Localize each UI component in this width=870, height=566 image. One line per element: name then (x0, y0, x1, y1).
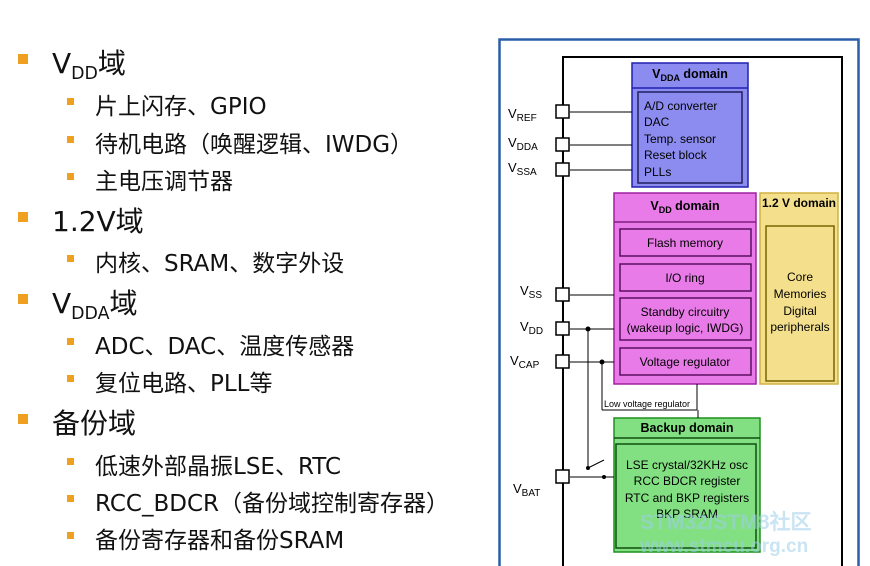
bullet-vdd-domain: VDD域 (18, 42, 126, 85)
junction-dot (599, 359, 605, 365)
vdda-item: Temp. sensor (644, 132, 716, 146)
bullet-text: ADC、DAC、温度传感器 (95, 334, 355, 360)
bullet-subscript: DD (71, 64, 98, 85)
pin-vdda-label: VDDA (508, 135, 538, 153)
v12-item: Core (787, 270, 813, 284)
v12-item: Digital (783, 304, 816, 318)
bullet-marker (67, 173, 74, 180)
bullet-backup-item: 备份寄存器和备份SRAM (67, 521, 345, 555)
pin-wires (570, 111, 699, 478)
bullet-list: VDD域 片上闪存、GPIO 待机电路（唤醒逻辑、IWDG） 主电压调节器 1.… (18, 42, 449, 555)
pin-pads (555, 104, 570, 484)
watermark: STM32/STM8社区 www.stmcu.org.cn (639, 510, 812, 557)
bullet-marker (67, 375, 74, 382)
backup-domain-title: Backup domain (640, 421, 733, 435)
bullet-text: 内核、SRAM、数字外设 (95, 251, 345, 277)
io-ring-label: I/O ring (665, 271, 704, 285)
bullet-vdd-item: 片上闪存、GPIO (67, 87, 267, 121)
backup-domain-block: Backup domain LSE crystal/32KHz osc RCC … (613, 417, 761, 553)
bullet-text: RCC_BDCR（备份域控制寄存器） (95, 491, 449, 517)
bullet-text: 备份域 (52, 407, 137, 440)
bullet-text: 待机电路（唤醒逻辑、IWDG） (95, 132, 414, 158)
bullet-subscript: DDA (71, 304, 110, 325)
bullet-marker (67, 338, 74, 345)
bullet-backup-domain: 备份域 (18, 402, 137, 442)
chip-outline (562, 56, 843, 566)
bullet-vdda-item: 复位电路、PLL等 (67, 364, 273, 398)
pin-labels: VREF VDDA VSSA VSS VDD VCAP VBAT (508, 106, 543, 499)
backup-item: RTC and BKP registers (625, 491, 749, 505)
vdda-domain-title: VDDA domain (652, 67, 728, 83)
bullet-vdda-domain: VDDA域 (18, 282, 138, 325)
voltage-regulator-box (619, 347, 752, 376)
bullet-suffix: 域 (97, 47, 126, 80)
vdda-item: DAC (644, 115, 670, 129)
bullet-text: V (52, 287, 72, 320)
bullet-1v2-item: 内核、SRAM、数字外设 (67, 244, 345, 278)
flash-memory-box (619, 228, 752, 257)
bullet-marker (67, 458, 74, 465)
bullet-vdd-item: 待机电路（唤醒逻辑、IWDG） (67, 125, 414, 159)
bullet-text: 备份寄存器和备份SRAM (95, 528, 345, 554)
watermark-line1: STM32/STM8社区 (640, 510, 812, 534)
bullet-marker (18, 54, 28, 64)
bullet-1v2-domain: 1.2V域 (18, 200, 144, 240)
bullet-vdda-item: ADC、DAC、温度传感器 (67, 327, 355, 361)
bullet-text: 片上闪存、GPIO (95, 94, 267, 120)
junction-dot (585, 326, 591, 332)
standby-label: Standby circuitry (641, 305, 730, 319)
bullet-backup-item: RCC_BDCR（备份域控制寄存器） (67, 484, 449, 518)
bullet-marker (67, 98, 74, 105)
low-voltage-regulator-label: Low voltage regulator (604, 399, 690, 409)
vdda-item: A/D converter (644, 99, 717, 113)
bullet-text: 复位电路、PLL等 (95, 371, 273, 397)
power-domain-diagram: VDDA domain A/D converter DAC Temp. sens… (498, 38, 860, 566)
v12-item: peripherals (770, 320, 829, 334)
bullet-text: 低速外部晶振LSE、RTC (95, 454, 342, 480)
backup-item: BKP SRAM (656, 507, 718, 521)
bullet-text: V (52, 47, 72, 80)
io-ring-box (619, 263, 752, 292)
vdda-domain-block: VDDA domain A/D converter DAC Temp. sens… (631, 62, 749, 188)
bullet-vdd-item: 主电压调节器 (67, 162, 233, 196)
pin-vdd-label: VDD (520, 319, 543, 337)
switch-contact (602, 475, 606, 479)
bullet-text: 1.2V域 (52, 205, 144, 238)
pin-vcap-label: VCAP (510, 353, 540, 371)
bullet-text: 主电压调节器 (95, 169, 233, 195)
pin-vref-label: VREF (508, 106, 537, 124)
bullet-marker (18, 294, 28, 304)
pin-vss-label: VSS (520, 283, 542, 301)
backup-item: LSE crystal/32KHz osc (626, 458, 748, 472)
vdd-domain-title: VDD domain (650, 199, 719, 215)
vdd-domain-block: VDD domain Flash memory I/O ring Standby… (613, 192, 757, 385)
bullet-marker (18, 212, 28, 222)
bullet-marker (67, 495, 74, 502)
backup-item: RCC BDCR register (634, 474, 741, 488)
bullet-marker (67, 255, 74, 262)
bullet-marker (18, 414, 28, 424)
watermark-line2: www.stmcu.org.cn (639, 536, 808, 557)
switch-contact (586, 466, 590, 470)
flash-memory-label: Flash memory (647, 236, 723, 250)
vdda-item: PLLs (644, 165, 671, 179)
v12-domain-title: 1.2 V domain (762, 196, 836, 210)
voltage-regulator-label: Voltage regulator (640, 355, 731, 369)
bullet-marker (67, 532, 74, 539)
pin-vbat-label: VBAT (513, 481, 540, 499)
bullet-suffix: 域 (109, 287, 138, 320)
v12-item: Memories (774, 287, 827, 301)
bullet-backup-item: 低速外部晶振LSE、RTC (67, 447, 342, 481)
standby-label-detail: (wakeup logic, IWDG) (627, 321, 744, 335)
pin-vssa-label: VSSA (508, 160, 537, 178)
v12-domain-block: 1.2 V domain Core Memories Digital perip… (759, 192, 839, 385)
standby-circuitry-box (619, 297, 752, 341)
bullet-marker (67, 136, 74, 143)
vdda-item: Reset block (644, 148, 708, 162)
